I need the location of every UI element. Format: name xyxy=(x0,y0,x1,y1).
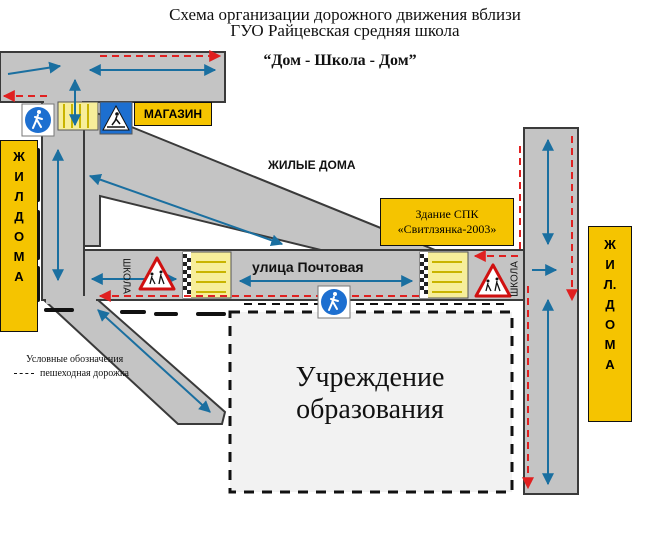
crosswalk-street-left xyxy=(182,251,232,299)
legend-item: пешеходная дорожка xyxy=(40,368,129,379)
houses-right-letter: Д xyxy=(605,297,615,312)
crosswalk-sign-icon xyxy=(99,101,133,135)
school-name-line-1: Учреждение xyxy=(295,362,445,393)
houses-left-letter: Д xyxy=(14,209,24,224)
school-sign-text-right: ШКОЛА xyxy=(509,261,521,297)
crosswalk-top xyxy=(57,101,99,131)
title-line-1: Схема организации дорожного движения вбл… xyxy=(169,5,521,24)
title-line-2: ГУО Райцевская средняя школа xyxy=(230,21,460,40)
houses-left-letter: А xyxy=(14,269,24,284)
houses-right-letter: О xyxy=(604,317,616,332)
school-name: Учреждение образования xyxy=(240,362,500,426)
pedestrian-sign-icon xyxy=(21,103,55,137)
traffic-flow-arrows xyxy=(7,61,558,486)
crosswalks xyxy=(57,101,469,299)
top-road xyxy=(0,51,226,103)
houses-right-letter: М xyxy=(604,337,616,352)
legend-dash-sample xyxy=(14,373,34,374)
street-label: улица Почтовая xyxy=(252,259,364,275)
houses-left-letter: М xyxy=(13,249,25,264)
houses-right-letter: А xyxy=(605,357,615,372)
route-lines xyxy=(2,50,578,490)
right-vertical-road xyxy=(523,127,579,495)
children-warning-icon-left xyxy=(138,256,176,291)
houses-right-label: Ж И Л. Д О М А xyxy=(588,226,632,422)
spk-line-1: Здание СПК xyxy=(415,207,479,221)
houses-left-letter: О xyxy=(13,229,25,244)
school-name-line-2: образования xyxy=(296,394,444,425)
houses-left-label: Ж И Л Д О М А xyxy=(0,140,38,332)
houses-left-letter: И xyxy=(14,169,24,184)
houses-right-letter: И xyxy=(605,257,615,272)
school-sign-text-left: ШКОЛА xyxy=(120,258,132,294)
children-warning-icon-right xyxy=(474,263,512,298)
crosswalk-street-right xyxy=(419,251,469,299)
shop-label: МАГАЗИН xyxy=(134,102,212,126)
houses-right-letter: Л. xyxy=(603,277,617,292)
legend-title: Условные обозначения xyxy=(26,354,124,365)
houses-left-letter: Ж xyxy=(13,149,25,164)
residential-label: ЖИЛЫЕ ДОМА xyxy=(268,158,356,172)
spk-building-label: Здание СПК «Свитлзянка-2003» xyxy=(380,198,514,246)
subtitle: “Дом - Школа - Дом” xyxy=(263,52,417,69)
pedestrian-sign-icon-school xyxy=(317,285,351,319)
houses-right-letter: Ж xyxy=(604,237,616,252)
school-building xyxy=(228,310,514,494)
houses-left-letter: Л xyxy=(14,189,24,204)
spk-line-2: «Свитлзянка-2003» xyxy=(397,222,497,236)
